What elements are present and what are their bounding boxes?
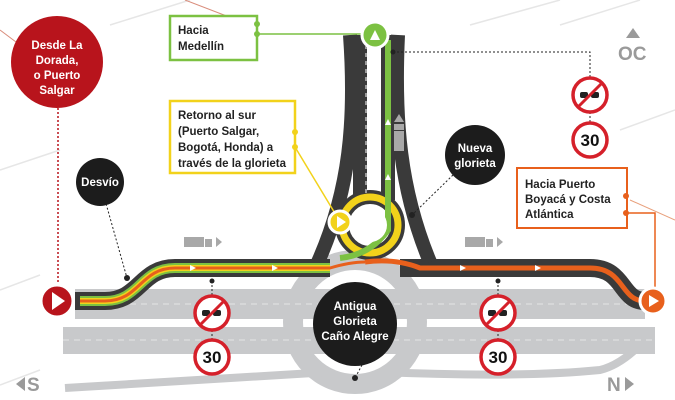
lower-sign-group-right: 30 xyxy=(479,278,517,376)
boyaca-line: Atlántica xyxy=(525,209,574,221)
medellin-exit-icon xyxy=(360,20,390,50)
no-overtaking-sign xyxy=(479,294,517,332)
boyaca-line: Boyacá y Costa xyxy=(525,194,611,206)
old-roundabout-line: Glorieta xyxy=(333,316,377,328)
no-overtaking-sign xyxy=(193,294,231,332)
return-line: (Puerto Salgar, xyxy=(178,126,259,138)
route-boyaca xyxy=(364,258,646,304)
boyaca-exit-icon xyxy=(638,286,668,316)
route-medellin xyxy=(339,40,391,261)
origin-line: Dorada, xyxy=(36,55,79,67)
return-play-icon xyxy=(327,209,353,235)
speed-limit-sign: 30 xyxy=(571,121,609,159)
compass-north: N xyxy=(607,375,634,396)
return-line: Retorno al sur xyxy=(178,110,256,122)
new-roundabout-line: Nueva xyxy=(458,143,493,155)
compass-west-label: OC xyxy=(618,44,647,65)
detour-label: Desvío xyxy=(76,158,124,206)
truck-icon xyxy=(465,237,503,247)
return-line: Bogotá, Honda) a xyxy=(178,142,274,154)
origin-label: Desde La Dorada, o Puerto Salgar xyxy=(11,16,103,108)
to-boyaca-callout: Hacia Puerto Boyacá y Costa Atlántica xyxy=(516,167,656,288)
old-roundabout-line: Caño Alegre xyxy=(321,331,388,343)
medellin-line: Hacia xyxy=(178,25,209,37)
origin-line: Desde La xyxy=(31,40,83,52)
new-roundabout-line: glorieta xyxy=(454,158,496,170)
return-south-callout: Retorno al sur (Puerto Salgar, Bogotá, H… xyxy=(168,99,337,216)
boyaca-line: Hacia Puerto xyxy=(525,179,595,191)
old-roundabout-label: Antigua Glorieta Caño Alegre xyxy=(313,282,397,366)
speed-limit-value: 30 xyxy=(489,348,508,367)
compass-south: S xyxy=(16,375,40,396)
speed-limit-value: 30 xyxy=(203,348,222,367)
old-roundabout-line: Antigua xyxy=(334,301,377,313)
return-line: través de la glorieta xyxy=(178,158,287,170)
compass-west: OC xyxy=(618,28,647,65)
compass-north-label: N xyxy=(607,375,621,396)
route-south-return xyxy=(80,193,402,306)
background-lines xyxy=(0,0,675,386)
lower-sign-group-left: 30 xyxy=(193,278,231,376)
to-medellin-callout: Hacia Medellín xyxy=(168,14,365,62)
no-overtaking-sign xyxy=(571,76,609,114)
speed-limit-sign: 30 xyxy=(479,338,517,376)
new-roundabout-label: Nueva glorieta xyxy=(445,125,505,185)
origin-line: Salgar xyxy=(39,85,75,97)
speed-limit-sign: 30 xyxy=(193,338,231,376)
speed-limit-value: 30 xyxy=(581,131,600,150)
direction-arrows xyxy=(190,119,541,271)
origin-line: o Puerto xyxy=(34,70,81,82)
start-play-icon xyxy=(39,283,75,319)
compass-south-label: S xyxy=(27,375,40,396)
detour-text: Desvío xyxy=(81,177,119,189)
truck-icon xyxy=(394,114,404,151)
medellin-line: Medellín xyxy=(178,41,224,53)
truck-icon xyxy=(184,237,222,247)
